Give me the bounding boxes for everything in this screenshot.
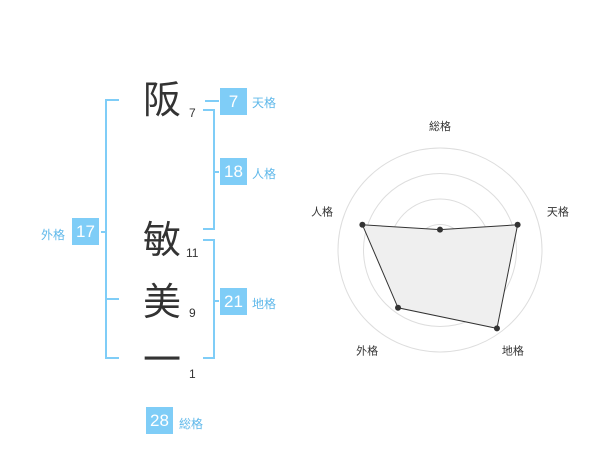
radar-point-0 [437,226,443,233]
radar-point-1 [514,221,521,228]
stroke-count-1: 7 [189,106,196,120]
radar-points [359,221,521,332]
radar-point-4 [359,221,366,228]
outer-bracket [105,99,119,359]
tenkaku-label: 天格 [252,96,277,110]
jinkaku-bracket [203,109,215,230]
gaikaku-badge: 17 [72,218,99,245]
stroke-count-4: 1 [189,367,196,381]
jinkaku-badge: 18 [220,158,247,185]
gaikaku-label: 外格 [41,228,66,242]
radar-point-2 [493,325,500,332]
radar-axis-label-4: 人格 [311,205,333,219]
chikaku-label: 地格 [252,297,277,311]
radar-ring-4 [337,147,543,353]
radar-axis-label-0: 総格 [429,119,451,133]
radar-axis-label-2: 地格 [502,343,524,357]
radar-axis-label-1: 天格 [547,205,569,219]
chikaku-badge: 21 [220,288,247,315]
soukaku-label: 総格 [179,417,204,431]
radar-axis-label-3: 外格 [356,343,378,357]
name-char-4: 一 [142,338,181,382]
radar-area [361,224,519,329]
name-char-1: 阪 [142,78,181,122]
radar-point-3 [395,304,402,311]
jinkaku-label: 人格 [252,167,277,181]
name-char-3: 美 [142,280,181,324]
chikaku-bracket [203,239,215,359]
stroke-count-2: 11 [186,246,199,260]
tenkaku-badge: 7 [220,88,247,115]
name-char-2: 敏 [142,218,181,262]
soukaku-badge: 28 [146,407,173,434]
stroke-count-3: 9 [189,306,196,320]
radar-ring-3 [363,173,517,327]
